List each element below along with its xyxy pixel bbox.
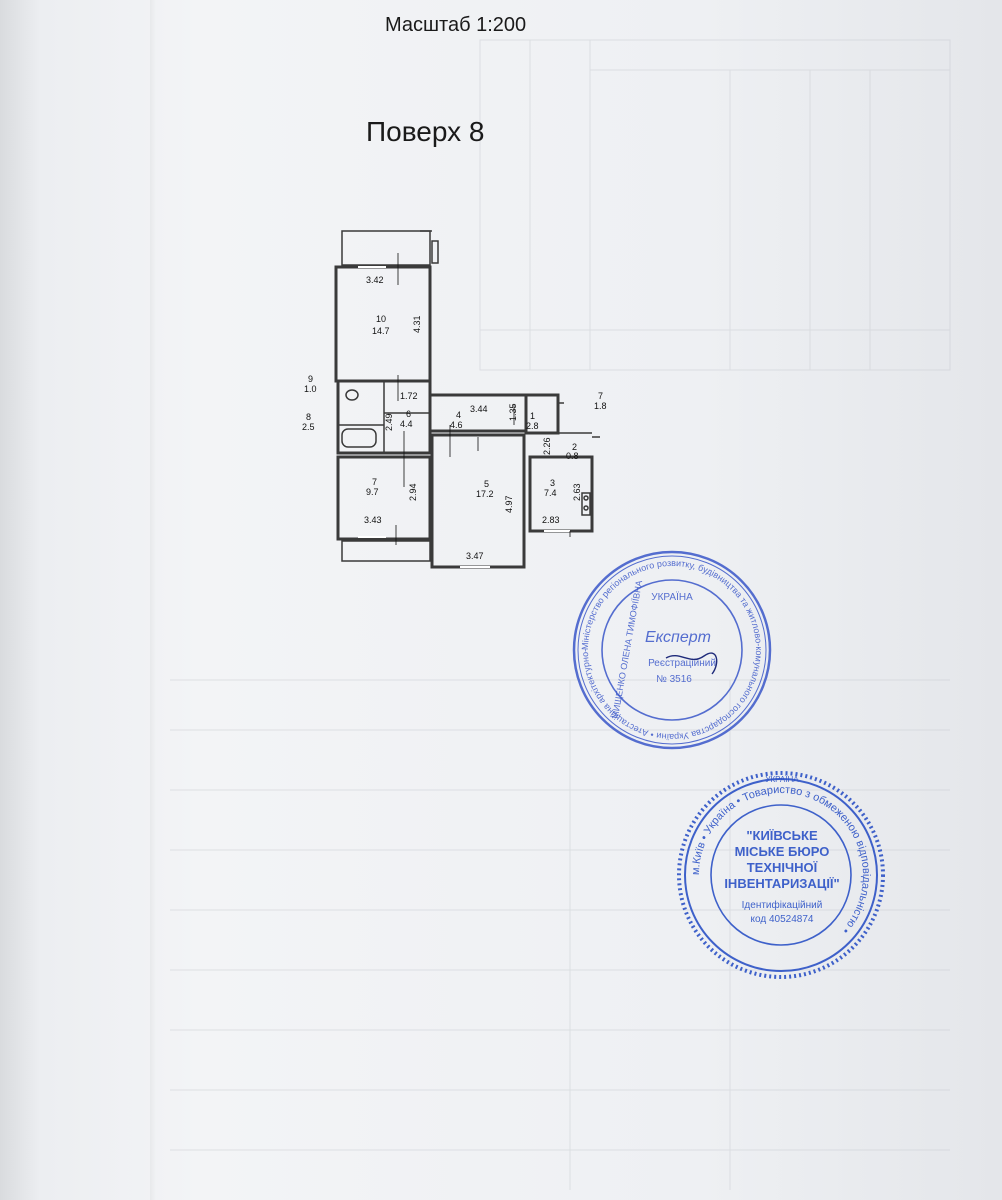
bureau-seal-org-line3: ТЕХНІЧНОЇ — [747, 860, 818, 875]
room-5-area: 17.2 — [476, 489, 494, 499]
dim-room7-width: 3.43 — [364, 515, 382, 525]
room-7-balcony-area: 1.8 — [594, 401, 607, 411]
bureau-seal-org-line1: "КИЇВСЬКЕ — [746, 828, 818, 843]
expert-seal-country: УКРАЇНА — [651, 591, 693, 603]
dim-corridor-height: 1.35 — [508, 403, 518, 421]
dim-room6-length: 2.49 — [384, 413, 394, 431]
expert-seal-graphic: Міністерство регіонального розвитку, буд… — [570, 548, 772, 750]
bureau-seal: м.Київ • Україна • Товариство з обмежено… — [676, 770, 886, 980]
room-6-area: 4.4 — [400, 419, 413, 429]
bureau-seal-graphic: м.Київ • Україна • Товариство з обмежено… — [677, 771, 885, 979]
dim-corridor-width: 1.72 — [400, 391, 418, 401]
show-through-table — [170, 39, 951, 1190]
room-1-number: 1 — [530, 411, 535, 421]
expert-seal-registry-label: Реєстраційний — [648, 658, 716, 669]
room-8-area: 2.5 — [302, 422, 315, 432]
room-9-number: 9 — [308, 374, 313, 384]
expert-seal-role: Експерт — [645, 629, 711, 646]
scale-label: Масштаб 1:200 — [385, 14, 527, 36]
floor-title: Поверх 8 — [366, 116, 485, 147]
room-2-number: 2 — [572, 442, 577, 452]
room-1-area: 2.8 — [526, 421, 539, 431]
bureau-seal-org-line2: МІСЬКЕ БЮРО — [735, 844, 830, 859]
room-5-number: 5 — [484, 479, 489, 489]
dim-room5-length: 4.97 — [504, 495, 514, 513]
room-3-number: 3 — [550, 478, 555, 488]
room-7-area: 9.7 — [366, 487, 379, 497]
floor-plan-drawing: 10 14.7 9 1.0 8 2.5 6 4.4 4 4.6 1 2.8 7 … — [302, 230, 607, 569]
dim-room5-width: 3.47 — [466, 551, 484, 561]
room-8-number: 8 — [306, 412, 311, 422]
dim-room1-length: 2.26 — [542, 437, 552, 455]
page-edge-shadow — [150, 0, 156, 1200]
bureau-seal-id-label: Ідентифікаційний — [742, 899, 823, 911]
room-9-area: 1.0 — [304, 384, 317, 394]
room-10-area: 14.7 — [372, 326, 390, 336]
room-4-number: 4 — [456, 410, 461, 420]
dim-room3-length: 2.63 — [572, 483, 582, 501]
expert-seal-registry-number: № 3516 — [656, 674, 692, 685]
room-3-area: 7.4 — [544, 488, 557, 498]
dim-room7-length: 2.94 — [408, 483, 418, 501]
room-2-area: 0.8 — [566, 451, 579, 461]
bureau-seal-border-word: УКРАЇНА — [765, 775, 799, 784]
room-7-balcony-number: 7 — [598, 391, 603, 401]
floor-plan: 10 14.7 9 1.0 8 2.5 6 4.4 4 4.6 1 2.8 7 … — [300, 225, 620, 575]
room-10-number: 10 — [376, 314, 386, 324]
expert-seal-name: МИЩЕНКО ОЛЕНА ТИМОФІЇВНА — [610, 580, 644, 720]
expert-seal: Міністерство регіонального розвитку, буд… — [570, 548, 774, 752]
room-4-area: 4.6 — [450, 420, 463, 430]
dim-room10-length: 4.31 — [412, 315, 422, 333]
dim-room3-width: 2.83 — [542, 515, 560, 525]
signature-scribble — [665, 652, 718, 675]
bureau-seal-id-code: код 40524874 — [751, 914, 814, 925]
bureau-seal-org-line4: ІНВЕНТАРИЗАЦІЇ" — [724, 876, 839, 891]
room-7-number: 7 — [372, 477, 377, 487]
dim-corridor-length: 3.44 — [470, 404, 488, 414]
dim-room10-width: 3.42 — [366, 275, 384, 285]
room-6-number: 6 — [406, 409, 411, 419]
